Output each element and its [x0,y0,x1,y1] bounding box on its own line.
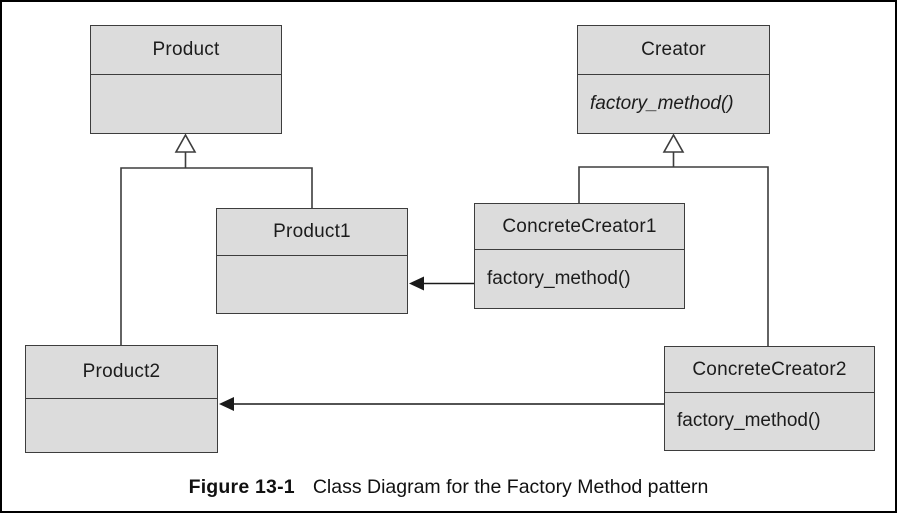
creates-arrow-concretecreator1-product1 [409,276,474,291]
class-name-concretecreator2: ConcreteCreator2 [665,347,874,393]
class-box-product2: Product2 [25,345,218,453]
figure-caption-text: Class Diagram for the Factory Method pat… [312,476,709,498]
figure-caption: Figure 13-1 Class Diagram for the Factory… [2,476,895,499]
class-methods-product [91,75,281,133]
creator-inheritance-connector [578,133,769,346]
class-methods-product1 [217,256,407,312]
hollow-triangle-arrowhead [662,133,685,153]
class-name-product2: Product2 [26,346,217,399]
class-box-product: Product [90,25,282,134]
solid-triangle-arrowhead [409,276,424,291]
class-name-product: Product [91,26,281,75]
class-methods-concretecreator2: factory_method() [665,393,874,449]
class-box-creator: Creator factory_method() [577,25,770,134]
method-label: factory_method() [677,410,821,431]
class-name-concretecreator1: ConcreteCreator1 [475,204,684,250]
product-inheritance-connector [120,133,313,345]
figure-caption-label: Figure 13-1 [188,476,295,498]
class-methods-concretecreator1: factory_method() [475,250,684,307]
class-methods-product2 [26,399,217,451]
class-box-concretecreator2: ConcreteCreator2 factory_method() [664,346,875,451]
class-name-creator: Creator [578,26,769,75]
class-box-product1: Product1 [216,208,408,314]
method-label: factory_method() [487,267,631,289]
method-label: factory_method() [590,93,734,114]
class-box-concretecreator1: ConcreteCreator1 factory_method() [474,203,685,309]
solid-triangle-arrowhead [219,397,234,411]
hollow-triangle-arrowhead [174,133,197,153]
class-name-product1: Product1 [217,209,407,256]
class-methods-creator: factory_method() [578,75,769,133]
creates-arrow-concretecreator2-product2 [219,397,664,411]
